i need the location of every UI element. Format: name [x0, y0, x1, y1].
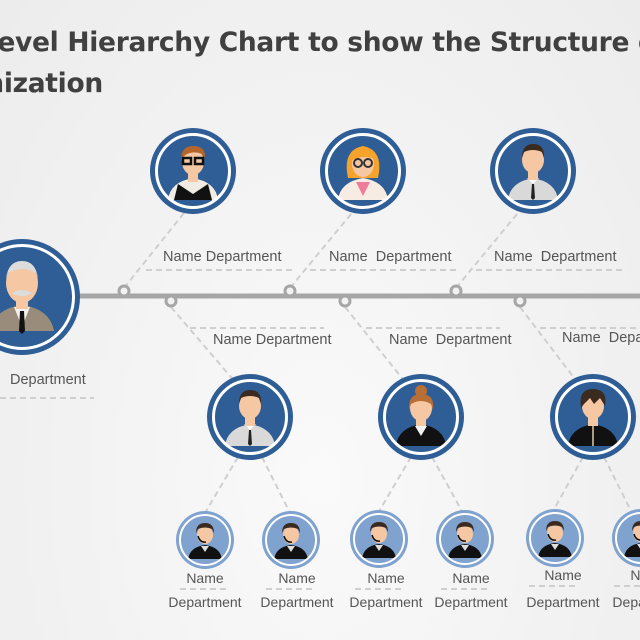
level2-2-department: Department — [260, 594, 334, 610]
headset-agent-icon[interactable] — [262, 511, 320, 569]
level2-5-department: Department — [526, 594, 600, 610]
headset-agent-icon[interactable] — [436, 510, 494, 568]
title-line-1: Multilevel Hierarchy Chart to show the S… — [0, 27, 640, 58]
level1-top-1-label: Name Department — [163, 249, 282, 265]
level1-bottom-1-label: Name Department — [213, 332, 332, 348]
level2-4-name: Name — [452, 570, 490, 586]
title-line-2: Organization — [0, 68, 103, 99]
senior-man-icon[interactable] — [0, 239, 80, 355]
level2-3-department: Department — [349, 594, 423, 610]
headset-agent-icon[interactable] — [526, 509, 584, 567]
man-glasses-vest-icon[interactable] — [150, 128, 236, 214]
man-tie-icon[interactable] — [490, 128, 576, 214]
root-department: Department — [10, 372, 86, 388]
level2-5-name: Name — [544, 567, 582, 583]
page-title: Multilevel Hierarchy Chart to show the S… — [0, 22, 640, 104]
level2-4-department: Department — [434, 594, 508, 610]
level1-bottom-3-label: Name Department — [562, 330, 640, 346]
young-man-jacket-icon[interactable] — [550, 374, 636, 460]
level2-1-name: Name — [186, 570, 224, 586]
woman-glasses-icon[interactable] — [320, 128, 406, 214]
level2-6-department: Department — [612, 594, 640, 610]
headset-agent-icon[interactable] — [176, 511, 234, 569]
headset-agent-icon[interactable] — [350, 510, 408, 568]
man-tie-icon[interactable] — [207, 374, 293, 460]
level1-bottom-2-label: Name Department — [389, 332, 512, 348]
level2-3-name: Name — [367, 570, 405, 586]
level2-1-department: Department — [168, 594, 242, 610]
level1-top-3-label: Name Department — [494, 249, 617, 265]
level1-top-2-label: Name Department — [329, 249, 452, 265]
headset-agent-icon[interactable] — [612, 509, 640, 567]
woman-bun-icon[interactable] — [378, 374, 464, 460]
level2-2-name: Name — [278, 570, 316, 586]
level2-6-name: Name — [630, 567, 640, 583]
